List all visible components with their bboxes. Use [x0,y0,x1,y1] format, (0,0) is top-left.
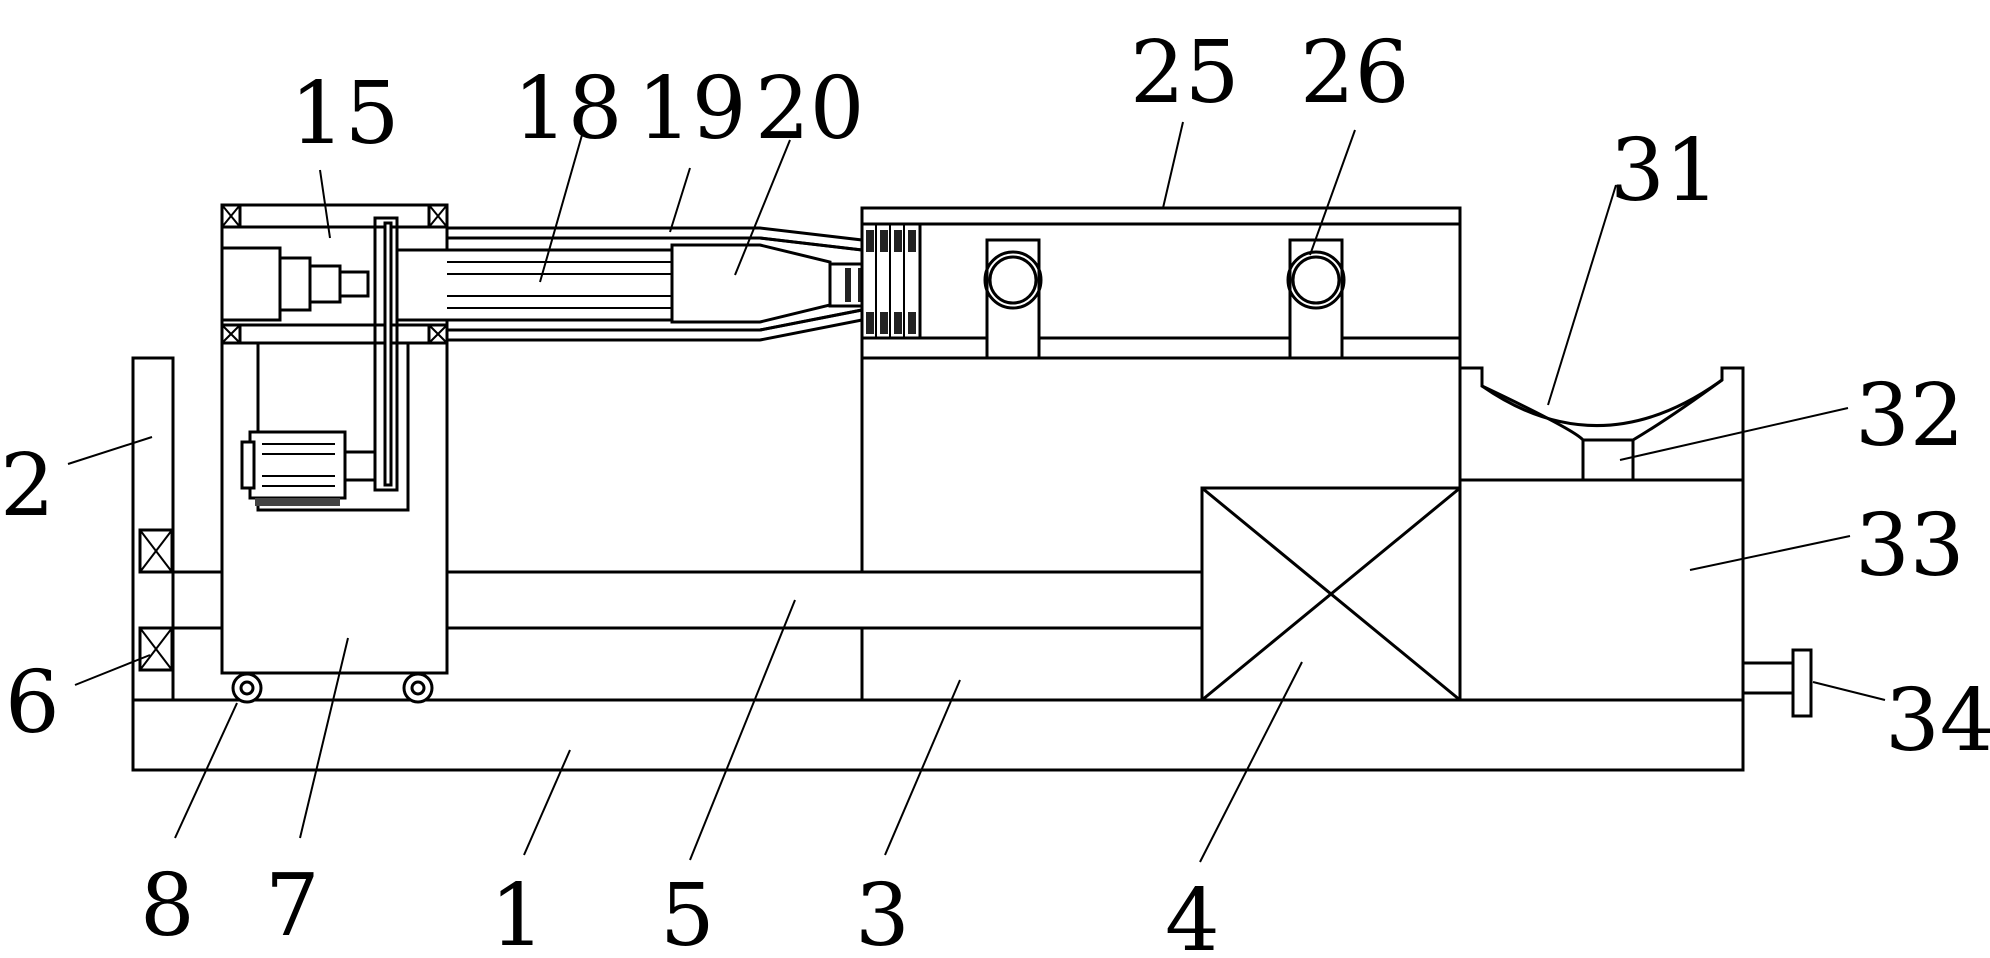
label-3: 3 [855,866,910,958]
sleeve [445,226,864,252]
label-18: 18 [513,59,622,159]
label-33: 33 [1855,496,1964,596]
spindle-motor [220,246,282,322]
base-plate [131,698,1745,772]
roller-2 [1286,250,1346,310]
label-31: 31 [1610,121,1719,221]
carriage [220,341,449,675]
label-6: 6 [5,653,60,753]
valve [1791,648,1813,718]
collection-box [1458,478,1745,702]
label-32: 32 [1855,366,1964,466]
gear-motor [248,430,347,500]
outlet-pipe [1741,661,1795,695]
leader-lines [67,121,1886,863]
label-8: 8 [140,856,195,956]
rotating-shaft [395,248,674,322]
cutter-head [670,243,832,324]
label-19: 19 [637,59,746,159]
label-5: 5 [660,866,715,958]
transmission-belt [373,216,399,492]
label-25: 25 [1130,23,1239,123]
label-4: 4 [1165,871,1220,958]
drain-hole [1581,438,1635,482]
label-34: 34 [1885,671,1990,771]
support-block-lower [860,626,1204,702]
label-7: 7 [265,856,320,956]
label-2: 2 [0,436,55,536]
roller-1 [983,250,1043,310]
pipe-clamp-housing [860,206,1462,360]
label-20: 20 [755,59,864,159]
label-1: 1 [490,866,545,958]
label-15: 15 [290,64,399,164]
label-26: 26 [1300,23,1409,123]
